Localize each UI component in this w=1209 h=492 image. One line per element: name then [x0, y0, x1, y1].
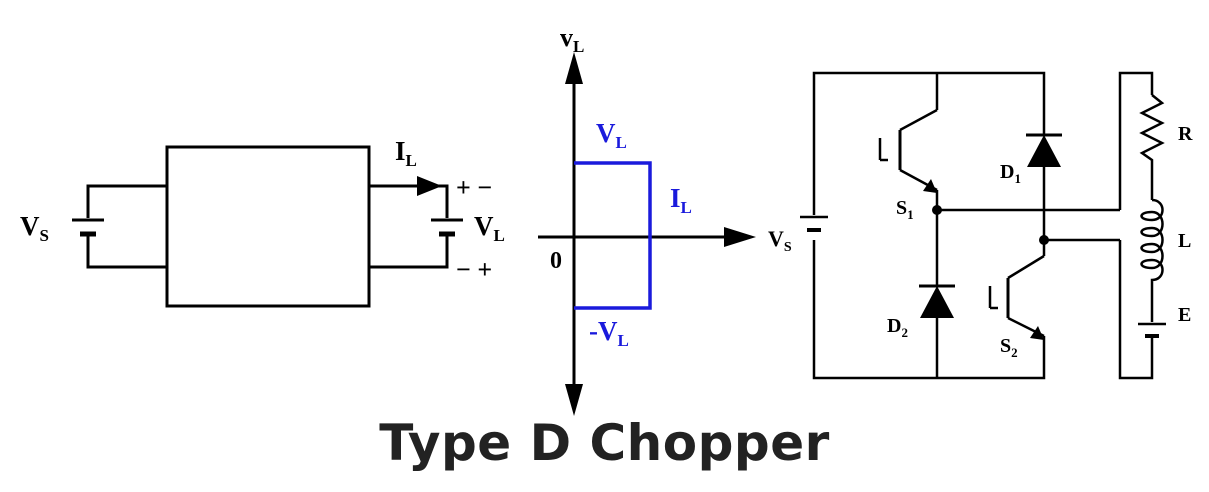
source-top-wire — [86, 184, 167, 218]
top-polarity-marks: + − — [456, 173, 492, 202]
switch-s1-label: S1 — [896, 197, 914, 222]
diode-d1-label: D1 — [1000, 161, 1021, 186]
chopper-block — [165, 145, 371, 308]
load-emf-battery-icon — [1138, 322, 1166, 338]
block-source-label: VS — [20, 211, 49, 245]
diode-d2-icon — [919, 284, 955, 318]
resistor-r-label: R — [1178, 123, 1193, 145]
block-diagram: VS IL VL + − − + — [20, 136, 505, 308]
diode-d1-icon — [1026, 133, 1062, 167]
upper-level-label: VL — [596, 118, 627, 152]
block-current-label: IL — [395, 136, 417, 170]
output-bottom-wire — [369, 236, 449, 269]
switch-s1-igbt-icon — [878, 108, 938, 193]
chopper-circuit: VS S1 D2 D1 — [768, 71, 1193, 380]
inductor-l-icon — [1140, 198, 1164, 322]
bottom-polarity-marks: − + — [456, 255, 492, 284]
emf-e-label: E — [1178, 304, 1191, 326]
bottom-rail-wire — [812, 240, 1046, 380]
x-axis-arrow-icon — [724, 227, 756, 247]
top-rail-wire — [812, 71, 1046, 215]
block-output-label: VL — [474, 211, 505, 245]
circuit-source-battery-symbol — [800, 215, 828, 232]
quadrant-plot: vL 0 VL IL -VL — [538, 23, 756, 416]
resistor-r-icon — [1139, 94, 1165, 200]
current-arrow-icon — [417, 176, 442, 196]
lower-level-label: -VL — [589, 316, 629, 350]
x-axis-label: IL — [670, 183, 692, 217]
y-axis-down-arrow-icon — [565, 384, 583, 416]
y-axis-up-arrow-icon — [565, 52, 583, 84]
source-battery-symbol — [72, 218, 104, 237]
switch-s2-igbt-icon — [988, 254, 1045, 340]
inductor-l-label: L — [1178, 230, 1191, 252]
quadrant-operating-trace — [574, 161, 652, 310]
output-top-wire — [369, 184, 449, 218]
origin-label: 0 — [550, 248, 562, 274]
circuit-source-label: VS — [768, 226, 792, 255]
source-bottom-wire — [86, 236, 167, 269]
y-axis-label: vL — [560, 23, 584, 56]
load-loop-bottom-wire — [1118, 240, 1154, 380]
output-battery-symbol — [431, 218, 463, 237]
load-loop-top-wire — [1118, 71, 1154, 210]
figure-title: Type D Chopper — [379, 414, 830, 472]
switch-s2-label: S2 — [1000, 335, 1018, 360]
diode-d2-label: D2 — [887, 315, 908, 340]
